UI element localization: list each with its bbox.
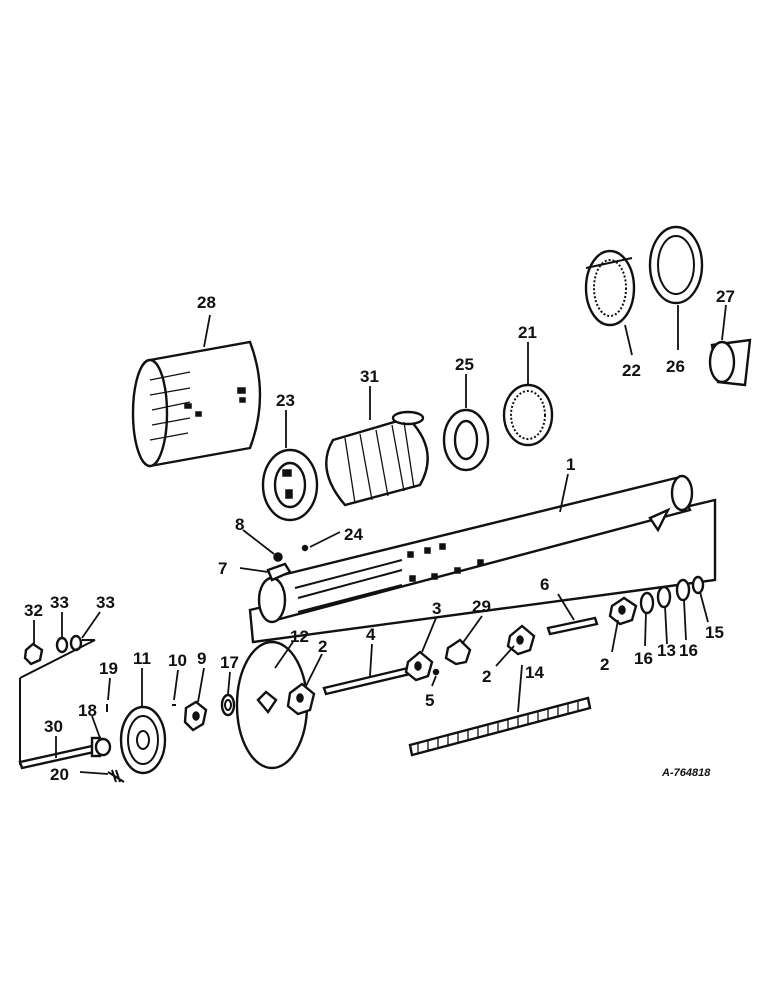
part-28-cylinder-housing	[131, 340, 262, 468]
callout-28: 28	[197, 293, 216, 312]
part-27-cone	[708, 338, 752, 387]
part-6-short-shaft	[546, 616, 599, 636]
part-12-disc	[235, 640, 309, 770]
callout-4: 4	[366, 625, 376, 644]
callout-27: 27	[716, 287, 735, 306]
part-8-nut	[273, 552, 283, 562]
callout-23: 23	[276, 391, 295, 410]
part-15-washer	[691, 575, 705, 595]
callout-29: 29	[472, 597, 491, 616]
callout-22: 22	[622, 361, 641, 380]
part-14-brush-bar	[408, 696, 592, 757]
part-17-bearing	[220, 693, 236, 717]
part-22-large-toothed-ring	[584, 249, 636, 327]
part-18-nut	[94, 737, 112, 757]
callout-11: 11	[133, 649, 151, 668]
part-11-pulley	[119, 705, 167, 775]
callout-16: 16	[679, 641, 698, 660]
part-20-spring	[107, 769, 125, 783]
part-30-bolt	[18, 736, 102, 770]
callout-1: 1	[566, 455, 575, 474]
callout-2: 2	[600, 655, 609, 674]
part-4-shaft	[322, 666, 412, 696]
callout-33: 33	[96, 593, 115, 612]
part-2-star-coupler-middle	[506, 624, 536, 656]
callout-2: 2	[482, 667, 491, 686]
callout-9: 9	[197, 649, 206, 668]
callout-14: 14	[525, 663, 544, 682]
leader-lines	[33, 304, 727, 775]
callout-21: 21	[518, 323, 537, 342]
part-5-pin	[432, 668, 440, 676]
part-25-ring	[442, 408, 490, 472]
part-2-star-coupler-right	[608, 596, 638, 626]
callout-19: 19	[99, 659, 118, 678]
part-24-ball	[301, 544, 309, 552]
part-32-nut	[23, 642, 44, 666]
callout-13: 13	[657, 641, 676, 660]
part-2-star-coupler-left	[286, 682, 316, 716]
part-23-hub	[261, 448, 319, 522]
part-29-star	[444, 638, 472, 666]
callout-32: 32	[24, 601, 43, 620]
callout-5: 5	[425, 691, 434, 710]
part-1-main-tube	[248, 474, 717, 644]
callout-labels: 1 2 2 2 3 4 5 6 7 8 9 10 11 12 13 14 15 …	[24, 287, 735, 784]
callout-33: 33	[50, 593, 69, 612]
callout-18: 18	[78, 701, 97, 720]
callout-15: 15	[705, 623, 724, 642]
part-31-tapered-drum	[325, 410, 429, 507]
callout-17: 17	[220, 653, 239, 672]
part-26-frame-ring	[648, 225, 704, 305]
callout-20: 20	[50, 765, 69, 784]
callout-25: 25	[455, 355, 474, 374]
part-13-washer	[656, 585, 672, 609]
callout-3: 3	[432, 599, 441, 618]
callout-24: 24	[344, 525, 363, 544]
reference-code: A-764818	[661, 767, 711, 779]
callout-31: 31	[360, 367, 379, 386]
callout-6: 6	[540, 575, 549, 594]
part-7-clip	[266, 562, 292, 582]
part-21-toothed-ring	[502, 383, 554, 447]
part-3-star	[404, 650, 434, 682]
part-16-washer-right	[675, 578, 691, 602]
part-9-star-hub	[183, 700, 208, 732]
callout-30: 30	[44, 717, 63, 736]
callout-2: 2	[318, 637, 327, 656]
callout-8: 8	[235, 515, 244, 534]
callout-16: 16	[634, 649, 653, 668]
callout-26: 26	[666, 357, 685, 376]
callout-12: 12	[290, 627, 309, 646]
callout-10: 10	[168, 651, 187, 670]
callout-7: 7	[218, 559, 227, 578]
part-16-washer-left	[639, 591, 655, 615]
